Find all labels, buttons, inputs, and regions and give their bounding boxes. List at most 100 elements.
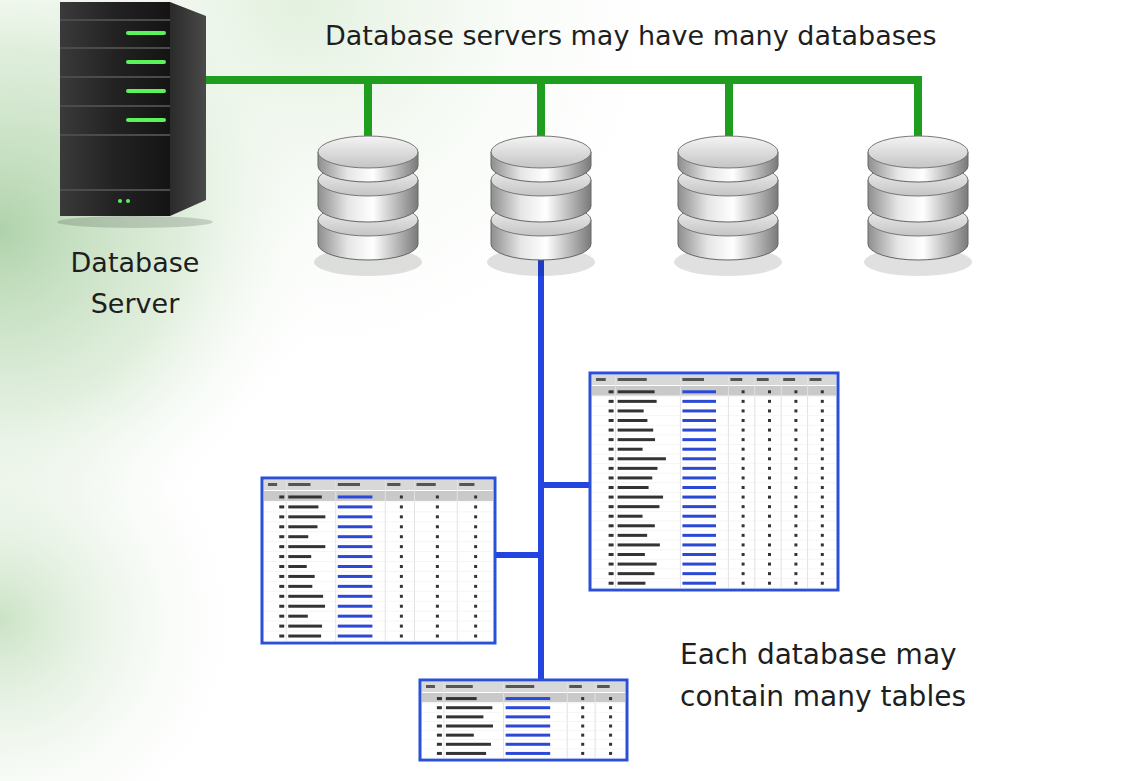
table-cell-mark bbox=[794, 429, 797, 432]
table-cell-mark bbox=[279, 535, 284, 538]
table-cell-mark bbox=[288, 555, 311, 558]
table-cell-mark bbox=[682, 448, 716, 451]
table-cell-mark bbox=[682, 467, 716, 470]
table-row-line bbox=[264, 501, 493, 502]
table-cell-mark bbox=[682, 457, 716, 460]
table-cell-mark bbox=[437, 734, 442, 737]
table-cell-mark bbox=[742, 400, 745, 403]
illustration-part bbox=[126, 199, 130, 203]
table-cell-mark bbox=[742, 582, 745, 585]
table-cell-mark bbox=[436, 535, 439, 538]
illustration-part bbox=[60, 19, 170, 21]
table-cell-mark bbox=[400, 515, 403, 518]
table-cell-mark bbox=[400, 625, 403, 628]
table-frame bbox=[262, 478, 495, 643]
table-cell-mark bbox=[609, 743, 612, 746]
table-cell-mark bbox=[279, 635, 284, 638]
table-cell-mark bbox=[682, 496, 716, 499]
table-cell-mark bbox=[609, 448, 614, 451]
table-cell-mark bbox=[794, 572, 797, 575]
table-cell-mark bbox=[618, 505, 660, 508]
table-cell-mark bbox=[474, 565, 477, 568]
table-cell-mark bbox=[474, 585, 477, 588]
table-row-line bbox=[422, 730, 625, 731]
table-cell-mark bbox=[288, 605, 325, 608]
illustration-part bbox=[204, 76, 922, 84]
table-row-line bbox=[592, 406, 836, 407]
table-cell-mark bbox=[742, 467, 745, 470]
table-column-line bbox=[335, 480, 336, 641]
table-cell-mark bbox=[682, 553, 716, 556]
illustration-part bbox=[60, 47, 170, 49]
table-row-line bbox=[422, 712, 625, 713]
table-heading-mark bbox=[730, 378, 742, 381]
table-cell-mark bbox=[288, 565, 306, 568]
table-row-line bbox=[422, 758, 625, 759]
table-row-line bbox=[592, 568, 836, 569]
table-row-line bbox=[264, 601, 493, 602]
table-cell-mark bbox=[474, 525, 477, 528]
illustration-part bbox=[118, 199, 130, 203]
table-cell-mark bbox=[768, 515, 771, 518]
table-frame bbox=[590, 373, 838, 590]
table-cell-mark bbox=[618, 400, 657, 403]
table-row-line bbox=[264, 611, 493, 612]
table-cell-mark bbox=[436, 625, 439, 628]
table-cell-mark bbox=[437, 715, 442, 718]
table-heading-mark bbox=[446, 685, 473, 688]
table-cell-mark bbox=[400, 545, 403, 548]
table-cell-mark bbox=[821, 457, 824, 460]
table-row-line bbox=[422, 748, 625, 749]
table-cell-mark bbox=[609, 390, 614, 393]
table-cell-mark bbox=[768, 543, 771, 546]
table-cell-mark bbox=[618, 496, 663, 499]
table-cell-mark bbox=[506, 752, 551, 755]
table-cell-mark bbox=[618, 563, 657, 566]
table-cell-mark bbox=[618, 515, 643, 518]
table-cell-mark bbox=[821, 419, 824, 422]
table-cell-mark bbox=[742, 543, 745, 546]
table-cell-mark bbox=[436, 555, 439, 558]
table-cell-mark bbox=[682, 390, 716, 393]
caption-note: Each database may contain many tables bbox=[680, 634, 1010, 718]
table-cell-mark bbox=[279, 625, 284, 628]
table-column-line bbox=[286, 480, 287, 641]
table-cell-mark bbox=[437, 743, 442, 746]
table-cell-mark bbox=[436, 565, 439, 568]
illustration-part bbox=[494, 552, 541, 558]
table-row-line bbox=[422, 703, 625, 704]
table-cell-mark bbox=[609, 534, 614, 537]
table-cell-mark bbox=[338, 515, 373, 518]
table-cell-mark bbox=[742, 457, 745, 460]
table-cell-mark bbox=[618, 572, 655, 575]
table-cell-mark bbox=[474, 515, 477, 518]
table-cell-mark bbox=[288, 515, 325, 518]
table-cell-mark bbox=[288, 535, 308, 538]
table-cell-mark bbox=[794, 543, 797, 546]
table-cell-mark bbox=[742, 505, 745, 508]
table-cell-mark bbox=[742, 476, 745, 479]
table-row-line bbox=[592, 396, 836, 397]
table-cell-mark bbox=[682, 563, 716, 566]
table-cell-mark bbox=[338, 505, 373, 508]
table-cell-mark bbox=[794, 400, 797, 403]
table-column-line bbox=[680, 375, 681, 588]
table-cell-mark bbox=[742, 524, 745, 527]
table-row-line bbox=[592, 530, 836, 531]
table-row-line bbox=[264, 521, 493, 522]
table-cell-mark bbox=[742, 438, 745, 441]
illustration-part bbox=[60, 105, 170, 107]
table-row-line bbox=[592, 521, 836, 522]
table-cell-mark bbox=[288, 635, 321, 638]
table-cell-mark bbox=[768, 572, 771, 575]
table-cell-mark bbox=[436, 525, 439, 528]
table-header bbox=[592, 375, 836, 385]
table-thumbnail bbox=[590, 373, 838, 590]
table-cell-mark bbox=[474, 605, 477, 608]
table-cell-mark bbox=[768, 476, 771, 479]
table-row-highlight bbox=[264, 491, 493, 501]
table-cell-mark bbox=[742, 409, 745, 412]
table-heading-mark bbox=[597, 685, 610, 688]
table-cell-mark bbox=[446, 697, 477, 700]
